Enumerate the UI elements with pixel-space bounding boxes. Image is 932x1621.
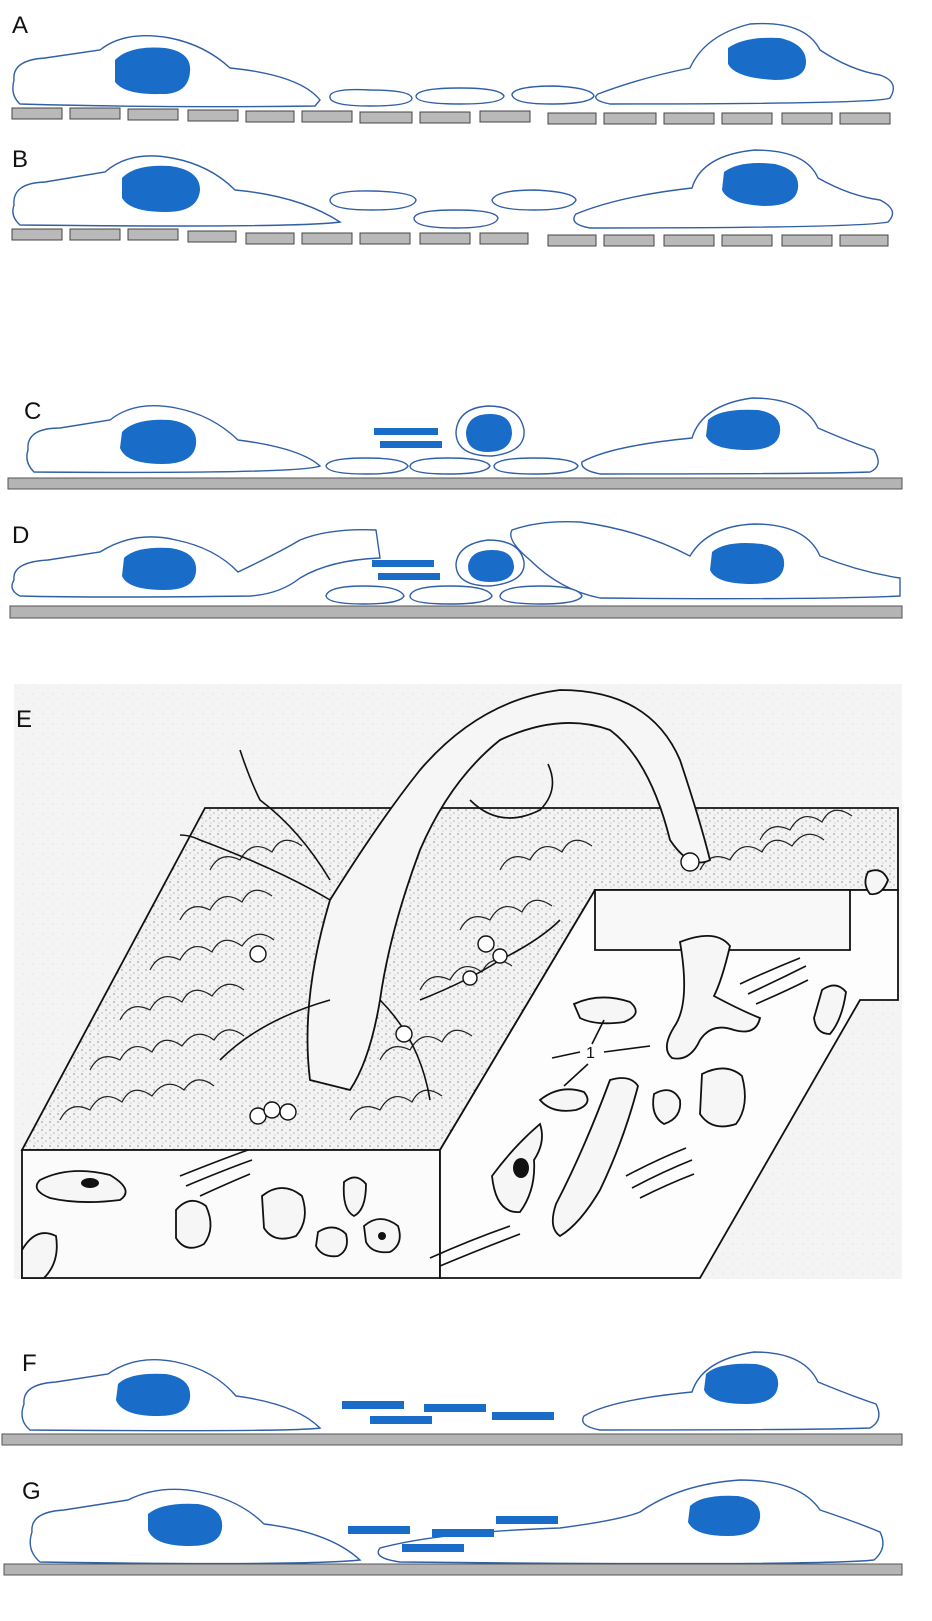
panel-a [12,24,893,124]
panel-label-c: C [24,398,41,426]
vessel-section [316,1227,347,1256]
collagen-fiber [374,428,438,435]
nucleus-left [120,420,196,464]
stroma-cell-nucleus [81,1178,99,1188]
collagen-fiber [492,1412,554,1420]
stroma-cell-nucleus [513,1158,529,1178]
panel-c [8,398,902,489]
round-cell [478,936,494,952]
cell-fragment-2 [414,210,498,228]
nucleus-round [466,414,512,452]
panel-label-g: G [22,1478,41,1506]
collagen-fiber [380,441,442,448]
cell-fragment-1 [330,90,412,106]
continuous-membrane [2,1434,902,1445]
panel-label-a: A [12,12,28,40]
panel-b [12,150,893,246]
round-cell [280,1104,296,1120]
fragmented-membrane [12,108,890,124]
collagen-fiber [402,1544,464,1552]
vessel-section [700,1068,745,1126]
collagen-fiber [424,1404,486,1412]
nucleus-right [722,163,798,206]
cell-fragment-1 [326,458,408,474]
nucleus-right [704,1364,778,1404]
collagen-fiber [378,573,440,580]
annotation-number: 1 [586,1045,595,1062]
collagen-fiber [342,1401,404,1409]
panel-g [4,1480,902,1575]
vessel-section [574,997,636,1023]
panel-f [2,1352,902,1445]
round-cell [463,971,477,985]
round-cell [264,1102,280,1118]
round-cell [681,853,699,871]
cell-fragment-3 [512,86,594,104]
nucleus-left [148,1504,222,1546]
panel-label-f: F [22,1350,37,1378]
collagen-fiber [432,1529,494,1537]
round-cell [493,949,507,963]
slab-front-face [22,1150,440,1278]
cell-left [12,530,380,597]
fragmented-membrane [12,229,888,246]
nucleus-left [115,48,190,95]
nucleus-left [122,166,200,212]
collagen-fiber [496,1516,558,1524]
continuous-membrane [8,478,902,489]
nucleus-round [468,550,514,582]
collagen-fiber [348,1526,410,1534]
panel-label-b: B [12,146,28,174]
continuous-membrane [10,606,902,618]
panel-e-illustration: 1 [14,684,902,1279]
cell-fragment-2 [416,88,504,104]
cell-fragment-3 [494,458,578,474]
stroma-cell-nucleus [378,1232,386,1240]
vessel-section [176,1201,211,1248]
round-cell [396,1026,412,1042]
cell-fragment-2 [410,458,490,474]
cell-fragment-1 [326,586,404,604]
cell-fragment-1 [330,191,416,210]
continuous-membrane [4,1564,902,1575]
cell-right [511,522,900,599]
nucleus-left [116,1374,190,1416]
cell-fragment-3 [500,586,582,604]
panel-label-d: D [12,522,29,550]
cell-fragment-3 [492,190,576,210]
panel-d [10,522,902,618]
nucleus-right [706,410,780,450]
nucleus-right [710,543,784,584]
nucleus-left [122,548,196,590]
collagen-fiber [370,1416,432,1424]
panel-label-e: E [16,706,32,734]
nucleus-right [688,1496,760,1536]
stroma-cell [37,1171,126,1202]
cell-fragment-2 [410,586,492,604]
round-cell [250,946,266,962]
collagen-fiber [372,560,434,567]
vessel-section [262,1188,305,1239]
